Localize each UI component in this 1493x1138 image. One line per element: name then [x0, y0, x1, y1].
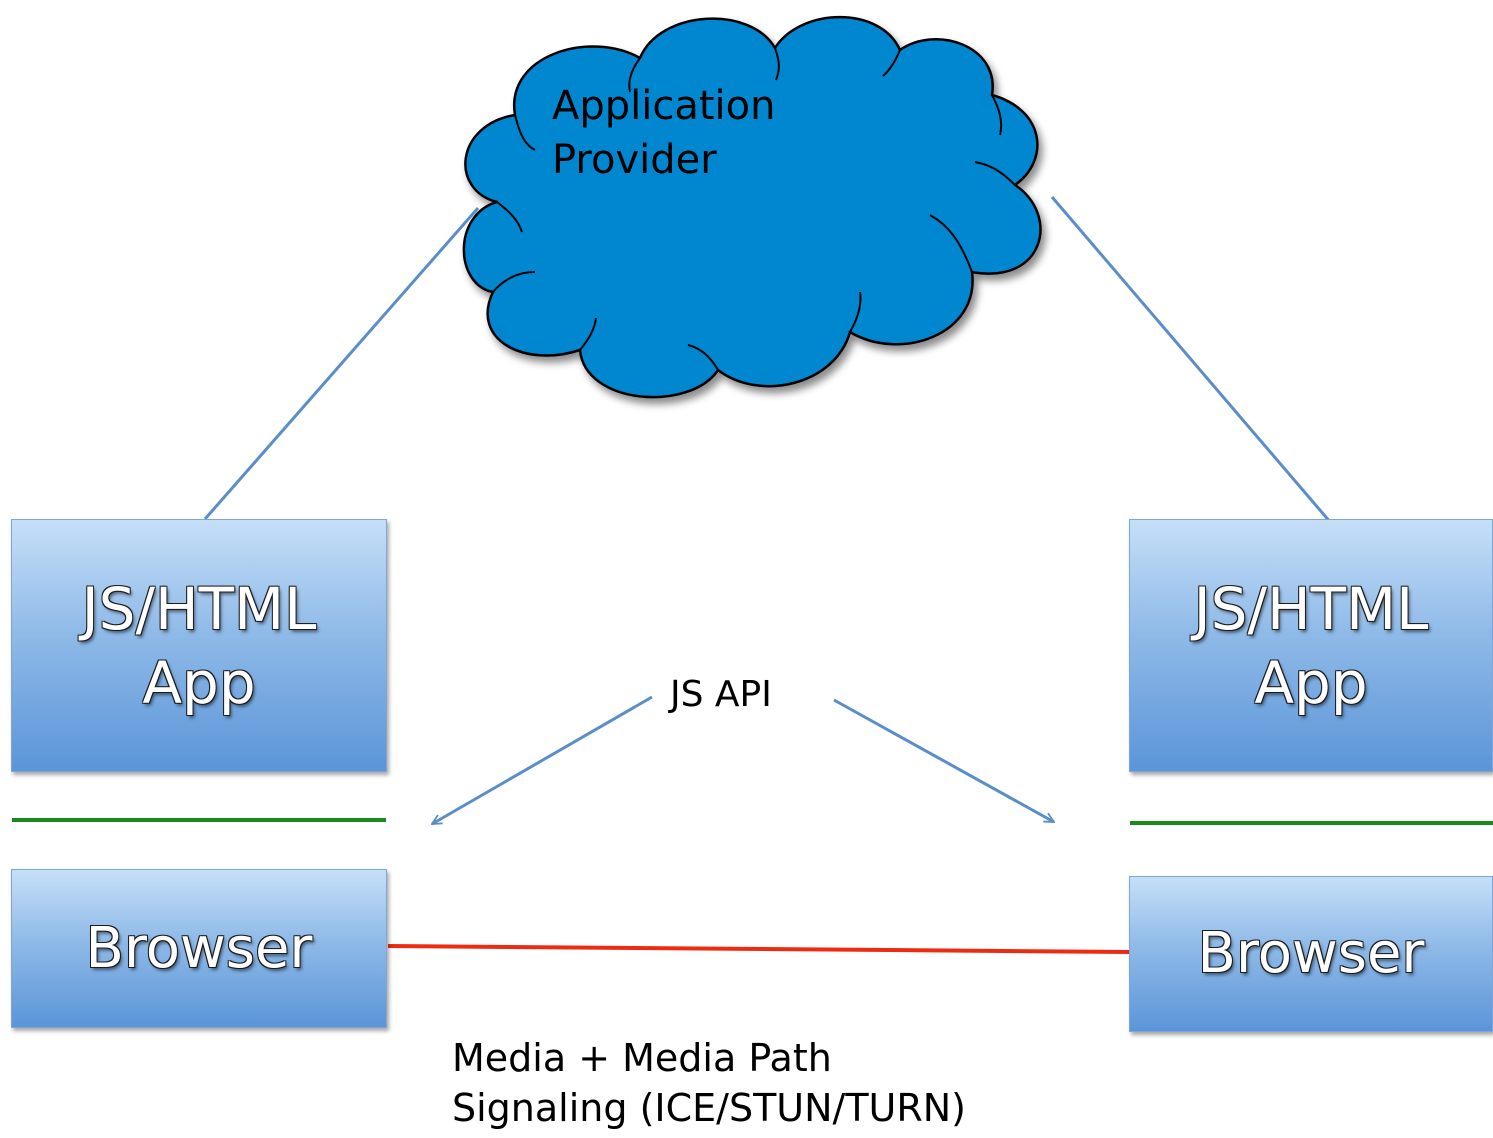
left-browser-box: Browser — [11, 869, 387, 1028]
cloud-shape — [462, 15, 1042, 399]
media-path-line — [387, 944, 1131, 954]
right-browser-box: Browser — [1129, 876, 1493, 1032]
connector-left-app-to-cloud — [203, 207, 480, 520]
left-js-html-app-box: JS/HTML App — [11, 519, 387, 772]
cloud-label: Application Provider — [552, 83, 776, 183]
application-provider-cloud — [462, 15, 1042, 399]
connector-right-app-to-cloud — [1050, 196, 1339, 531]
right-js-html-app-box: JS/HTML App — [1129, 519, 1493, 772]
js-api-arrow-right — [833, 698, 1054, 824]
js-api-label: JS API — [666, 672, 776, 718]
js-api-arrow-left — [432, 695, 653, 826]
media-path-label: Media + Media Path Signaling (ICE/STUN/T… — [452, 1036, 967, 1130]
